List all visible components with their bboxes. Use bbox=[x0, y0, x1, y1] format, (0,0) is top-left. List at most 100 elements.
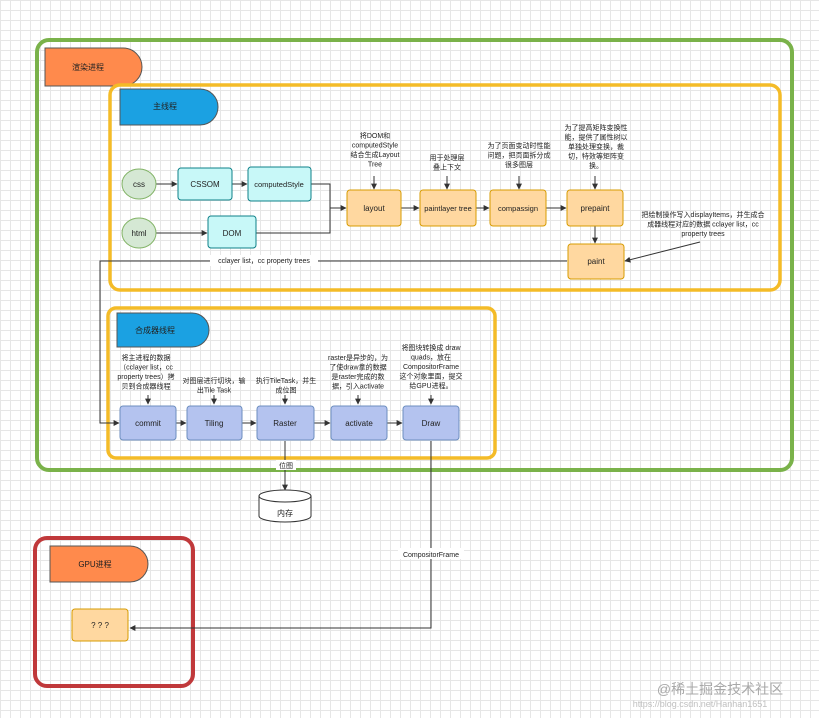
annotation-line: quads，放在 bbox=[411, 352, 451, 361]
gpu-process-container bbox=[33, 536, 195, 688]
annotation-line: property trees bbox=[681, 231, 725, 238]
node-cssom bbox=[177, 167, 233, 201]
annotation-line: 结合生成Layout bbox=[350, 150, 399, 159]
annotation-line: raster是异步的，为 bbox=[328, 353, 388, 362]
paint-note: 把绘制操作写入displayItems，并生成合成器线程对应的数据 cclaye… bbox=[642, 210, 765, 238]
main-to-commit-label: cclayer list，cc property trees bbox=[218, 258, 310, 265]
node-draw bbox=[402, 405, 460, 441]
annotation-line: 问题，把页面拆分成 bbox=[488, 150, 551, 159]
tiling-note: 对图层进行切块，输出Tile Task bbox=[183, 376, 246, 394]
annotation-line: 为了页面变动时性能 bbox=[488, 141, 551, 150]
bitmap-label: 位图 bbox=[279, 461, 293, 470]
edge-dom-layout bbox=[256, 208, 331, 234]
node-gpu-unknown bbox=[71, 608, 129, 642]
pointer-paint-note bbox=[624, 241, 701, 263]
main-to-commit-label-bg bbox=[210, 255, 318, 266]
node-html-label: html bbox=[131, 229, 146, 238]
prepaint-note: 为了提高矩阵变换性能，提供了属性树以单独处理变换，裁切，特效等矩阵变换。 bbox=[565, 123, 628, 170]
annotation-line: 用于处理层 bbox=[430, 153, 465, 162]
annotation-line: 成器线程对应的数据 cclayer list，cc bbox=[647, 219, 759, 228]
node-raster bbox=[256, 405, 315, 441]
node-gpu-unknown-label: ? ? ? bbox=[91, 621, 109, 630]
main-thread-tag bbox=[119, 88, 219, 126]
node-prepaint bbox=[566, 189, 624, 227]
paintlayer-note: 用于处理层叠上下文 bbox=[430, 153, 465, 171]
annotation-line: CompositorFrame bbox=[403, 364, 459, 371]
node-html bbox=[121, 217, 157, 249]
annotation-line: 这个对象里面，提交 bbox=[400, 371, 463, 380]
node-activate-label: activate bbox=[345, 419, 373, 428]
annotation-line: 成位图 bbox=[276, 385, 297, 394]
gpu-process-tag bbox=[49, 545, 149, 583]
node-dom bbox=[207, 215, 257, 249]
main-thread-container bbox=[108, 83, 782, 292]
node-memory bbox=[258, 489, 312, 523]
edge-computedstyle-layout bbox=[311, 183, 347, 211]
main-thread-label: 主线程 bbox=[153, 101, 177, 111]
node-paintlayer-tree-label: paintlayer tree bbox=[424, 204, 472, 213]
annotation-line: computedStyle bbox=[352, 142, 398, 149]
compositor-thread-label: 合成器线程 bbox=[135, 325, 175, 335]
node-activate bbox=[330, 405, 388, 441]
node-layout-label: layout bbox=[363, 204, 385, 213]
render-process-container bbox=[35, 38, 794, 472]
annotation-line: 叠上下文 bbox=[433, 162, 461, 171]
compositor-frame-label: CompositorFrame bbox=[403, 552, 459, 559]
annotation-line: 换。 bbox=[589, 161, 603, 170]
watermark-url: https://blog.csdn.net/Hanhan1651 bbox=[633, 699, 768, 709]
node-paintlayer-tree bbox=[419, 189, 477, 227]
compassign-note: 为了页面变动时性能问题，把页面拆分成很多图层 bbox=[488, 141, 551, 169]
annotation-line: 能，提供了属性树以 bbox=[565, 132, 628, 141]
node-paint bbox=[567, 243, 625, 280]
annotation-line: property trees）拷 bbox=[117, 372, 174, 381]
node-raster-label: Raster bbox=[273, 419, 297, 428]
node-computedstyle bbox=[247, 166, 312, 202]
annotation-line: 将DOM和 bbox=[360, 131, 390, 140]
annotation-line: （cclayer list，cc bbox=[119, 363, 173, 371]
compositor-thread-tag bbox=[116, 312, 210, 348]
render-process-label: 渲染进程 bbox=[72, 62, 104, 72]
annotation-line: 执行TileTask，并生 bbox=[256, 376, 316, 385]
node-compassign-label: compassign bbox=[498, 204, 538, 213]
annotation-line: 切，特效等矩阵变 bbox=[568, 151, 624, 160]
node-cssom-label: CSSOM bbox=[190, 180, 220, 189]
node-tiling-label: Tiling bbox=[205, 419, 224, 428]
edge-paint-commit bbox=[99, 260, 567, 426]
annotation-line: 是raster完成的数 bbox=[332, 372, 385, 381]
annotation-line: 单独处理变换，裁 bbox=[568, 142, 624, 151]
watermark: @稀土掘金技术社区 bbox=[657, 681, 783, 697]
node-css bbox=[121, 168, 157, 200]
node-draw-label: Draw bbox=[422, 419, 441, 428]
node-memory-label: 内存 bbox=[277, 508, 293, 518]
node-commit-label: commit bbox=[135, 419, 162, 428]
node-paint-label: paint bbox=[587, 257, 605, 266]
annotation-line: 将图块转换成 draw bbox=[401, 343, 461, 352]
annotation-line: 给GPU进程。 bbox=[409, 381, 452, 390]
node-computedstyle-label: computedStyle bbox=[254, 180, 304, 189]
annotation-line: 贝到合成器线程 bbox=[122, 381, 171, 390]
annotation-line: 出Tile Task bbox=[197, 385, 232, 394]
node-compassign bbox=[489, 189, 547, 227]
annotation-line: 对图层进行切块，输 bbox=[183, 376, 246, 385]
node-layout bbox=[346, 189, 402, 227]
compositor-thread-container bbox=[106, 306, 497, 460]
node-dom-label: DOM bbox=[223, 229, 242, 238]
annotation-line: 了使draw拿的数据 bbox=[329, 362, 386, 371]
compositor-frame-label-bg bbox=[398, 548, 464, 559]
gpu-process-label: GPU进程 bbox=[78, 560, 111, 569]
node-css-label: css bbox=[133, 180, 145, 189]
node-prepaint-label: prepaint bbox=[581, 204, 611, 213]
annotation-line: Tree bbox=[368, 161, 382, 168]
annotation-line: 为了提高矩阵变换性 bbox=[565, 123, 628, 132]
activate-note: raster是异步的，为了使draw拿的数据是raster完成的数据，引入act… bbox=[328, 353, 388, 390]
annotation-line: 把绘制操作写入displayItems，并生成合 bbox=[642, 210, 765, 219]
edge-draw-gpu bbox=[129, 441, 432, 631]
bitmap-label-bg bbox=[276, 460, 296, 470]
annotation-line: 将主进程的数据 bbox=[122, 353, 171, 362]
node-commit bbox=[119, 405, 177, 441]
node-tiling bbox=[186, 405, 243, 441]
raster-note: 执行TileTask，并生成位图 bbox=[256, 376, 316, 394]
